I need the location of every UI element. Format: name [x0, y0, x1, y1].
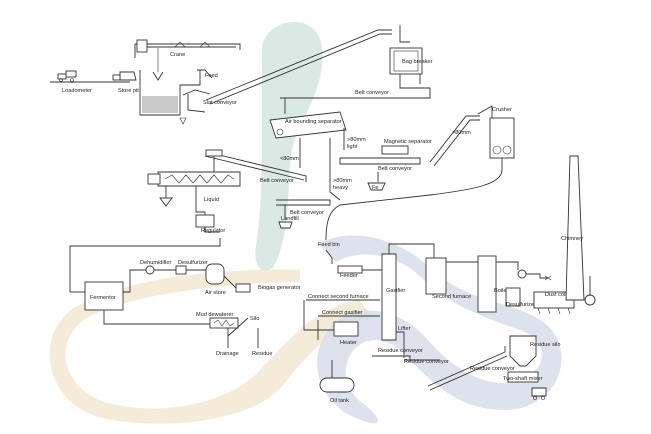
two-shaft-mixer-label: Two-shaft mixer — [503, 376, 543, 382]
second-furnace-label: Second furnace — [432, 294, 471, 300]
feeder-label: Feeder — [340, 273, 358, 279]
landfill-label: Landfill — [281, 216, 299, 222]
connect-second-furnace-label: Connect second furnace — [308, 294, 369, 300]
air-store-label: Air store — [205, 290, 226, 296]
belt-conveyor-low-label: Belt conveyor — [290, 210, 324, 216]
bag-breaker-label: Bag breaker — [402, 59, 433, 65]
residue-conveyor-3-label: Residue conveyor — [404, 359, 449, 365]
residue-silo-label: Residue silo — [530, 342, 560, 348]
watermark-teal-shape — [255, 21, 323, 272]
residue-label: Residue — [252, 351, 273, 357]
belt-conveyor-top-label: Belt conveyor — [355, 90, 389, 96]
lt80-label: <80mm — [280, 156, 299, 162]
boiler-label: Boiler — [494, 288, 508, 294]
gasifier-label: Gasifier — [386, 288, 405, 294]
air-separator-label: Air bounding separator — [285, 119, 342, 125]
magnetic-separator-label: Magnetic separator — [384, 139, 432, 145]
crusher-label: Crusher — [492, 107, 512, 113]
desulfurizer-right-label: Desulfurizer — [506, 302, 536, 308]
connect-gasifier-label: Connect gasifier — [322, 310, 363, 316]
gt80-right-label: >80mm — [347, 137, 366, 143]
loadometer-label: Loadometer — [62, 88, 92, 94]
landfill-area: Belt conveyor Belt conveyor Landfill — [204, 151, 331, 229]
drainage-label: Drainage — [216, 351, 239, 357]
desulfurizer-left-label: Desulfurizer — [178, 260, 208, 266]
magnetic-crusher-area: Belt conveyor Magnetic separator Fe >80m… — [325, 105, 515, 241]
store-pit-label: Store pit — [118, 88, 139, 94]
regulator-label: Regulator — [201, 228, 225, 234]
chimney-label: Chimney — [561, 236, 583, 242]
fermentor-area: Fermentor Dehumidifier Desulfurizer Air … — [70, 260, 301, 357]
silo-label: Silo — [250, 316, 259, 322]
light-label: light — [347, 144, 358, 150]
heater-label: Heater — [340, 340, 357, 346]
belt-conveyor-mid-label: Belt conveyor — [378, 166, 412, 172]
fe-label: Fe — [372, 185, 379, 191]
dehumidifier-label: Dehumidifier — [140, 260, 172, 266]
dust-collector-label: Dust collector — [545, 292, 579, 298]
belt-conveyor-left-label: Belt conveyor — [260, 178, 294, 184]
biogas-generator-label: Biogas generator — [258, 285, 301, 291]
mud-dewaterer-label: Mud dewaterer — [196, 312, 233, 318]
lifter-label: Lifter — [398, 326, 411, 332]
fermentor-label: Fermentor — [90, 295, 116, 301]
heavy-label: heavy — [333, 185, 348, 191]
crane-label: Crane — [170, 52, 185, 58]
oil-tank-label: Oil tank — [330, 398, 349, 404]
residue-conveyor-label: Residue conveyor — [470, 366, 515, 372]
watermark-beige-shape — [49, 269, 373, 424]
gt80-heavy-label: >80mm — [333, 178, 352, 184]
gt80-crusher-label: >80mm — [452, 130, 471, 136]
air-separator-area: Air bounding separator <80mm >80mm light… — [269, 111, 366, 201]
liquid-label: Liquid — [204, 197, 219, 203]
bag-breaker-area: Bag breaker Belt conveyor — [205, 25, 433, 114]
feed-bin-label: Feed bin — [318, 242, 340, 248]
slat-conveyor-label: Slat conveyor — [203, 100, 237, 106]
feed-label: Feed — [205, 73, 218, 79]
residue-conveyor-2-label: Residue conveyor — [378, 348, 423, 354]
store-pit-area: Crane Feed Loadometer Store pit Slat con… — [50, 39, 241, 125]
gasifier-area: Feed bin Feeder Gasifier Second furnace … — [303, 155, 596, 404]
screw-press-area: Liquid Regulator — [69, 149, 241, 292]
